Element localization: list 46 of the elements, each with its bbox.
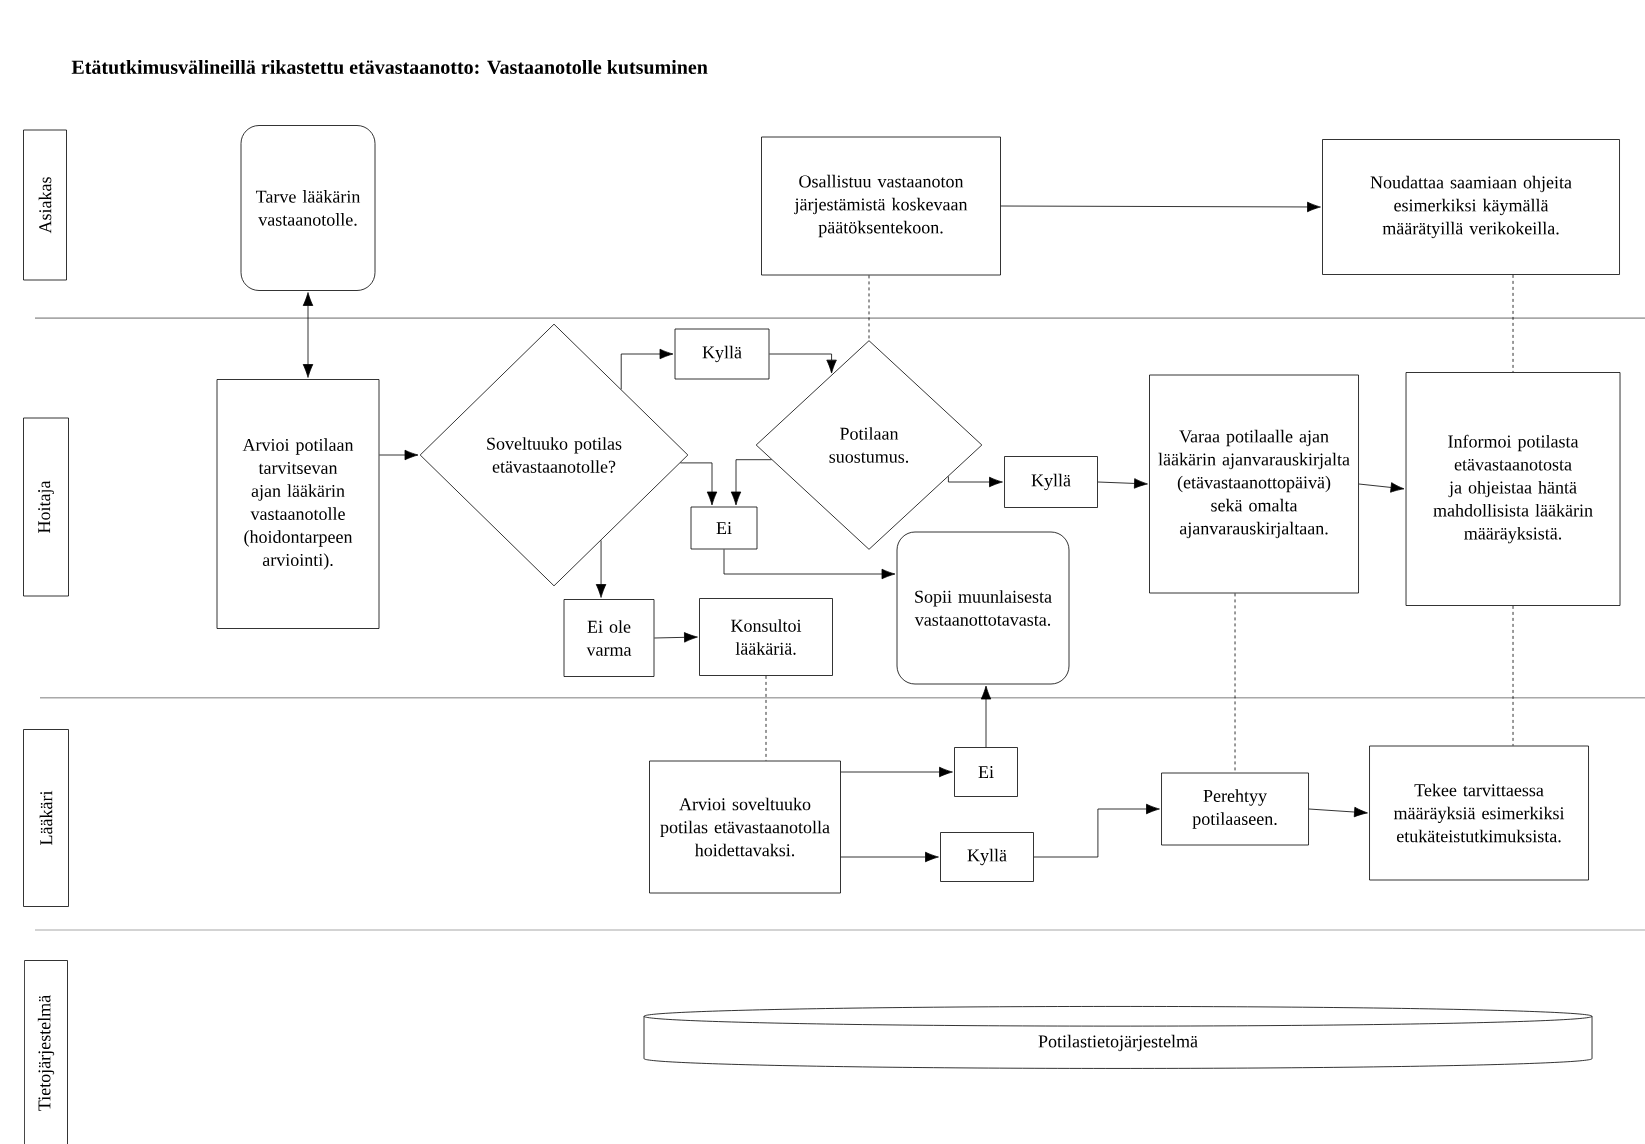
arrow bbox=[595, 540, 607, 598]
lane-label: Tietojärjestelmä bbox=[24, 960, 68, 1144]
arrow bbox=[302, 292, 314, 378]
database-cylinder: Potilastietojärjestelmä bbox=[643, 1006, 1593, 1069]
process-box: Perehtyy potilaaseen. bbox=[1161, 772, 1309, 846]
process-box: Ei ole varma bbox=[563, 599, 655, 677]
dashed-line bbox=[765, 675, 767, 761]
process-box: Konsultoi lääkäriä. bbox=[699, 598, 833, 676]
process-box: Varaa potilaalle ajan lääkärin ajanvarauskirjalta (etävastaanottopäivä) sekä omalta ajanvarauskirjaltaan. bbox=[1149, 374, 1359, 594]
arrow bbox=[723, 549, 896, 580]
process-box: Kyllä bbox=[940, 832, 1034, 882]
dashed-line bbox=[1512, 274, 1514, 373]
rounded-box: Tarve lääkärin vastaanotolle. bbox=[240, 125, 376, 291]
title: Etätutkimusvälineillä rikastettu etävastaanotto: Vastaanotolle kutsuminen bbox=[71, 59, 708, 75]
arrow bbox=[730, 459, 772, 506]
dashed-line bbox=[868, 275, 870, 341]
process-box: Ei bbox=[690, 506, 758, 550]
process-box: Noudattaa saamiaan ohjeita esimerkiksi käymällä määrätyillä verikokeilla. bbox=[1322, 139, 1620, 275]
dashed-line bbox=[1512, 605, 1514, 746]
process-box: Ei bbox=[954, 747, 1018, 797]
arrow bbox=[1358, 482, 1405, 493]
arrow bbox=[840, 766, 953, 778]
arrow bbox=[620, 348, 674, 390]
process-box: Arvioi potilaan tarvitsevan ajan lääkärin vastaanotolle (hoidontarpeen arviointi). bbox=[216, 379, 380, 629]
process-box: Kyllä bbox=[1004, 456, 1098, 508]
arrow bbox=[1097, 478, 1148, 489]
arrow bbox=[769, 353, 837, 374]
arrow bbox=[948, 476, 1003, 488]
lane-label: Asiakas bbox=[23, 129, 67, 281]
arrow bbox=[654, 632, 698, 643]
arrow bbox=[1000, 201, 1321, 213]
rounded-box: Sopii muunlaisesta vastaanottotavasta. bbox=[896, 531, 1070, 685]
process-box: Informoi potilasta etävastaanotosta ja ohjeistaa häntä mahdollisista lääkärin määräyksistä. bbox=[1405, 372, 1621, 606]
process-box: Arvioi soveltuuko potilas etävastaanotolla hoidettavaksi. bbox=[649, 760, 841, 894]
process-box: Kyllä bbox=[674, 328, 770, 380]
dashed-line bbox=[1234, 593, 1236, 773]
process-box: Tekee tarvittaessa määräyksiä esimerkiksi etukäteistutkimuksista. bbox=[1369, 745, 1589, 881]
arrow bbox=[1308, 806, 1368, 818]
process-box: Osallistuu vastaanoton järjestämistä koskevaan päätöksentekoon. bbox=[761, 136, 1001, 276]
arrow bbox=[980, 685, 992, 748]
arrow bbox=[840, 851, 939, 863]
arrow bbox=[1033, 803, 1160, 858]
lane-label: Lääkäri bbox=[23, 729, 69, 907]
arrow bbox=[679, 462, 718, 506]
lane-label: Hoitaja bbox=[23, 417, 69, 597]
arrow bbox=[379, 449, 419, 461]
